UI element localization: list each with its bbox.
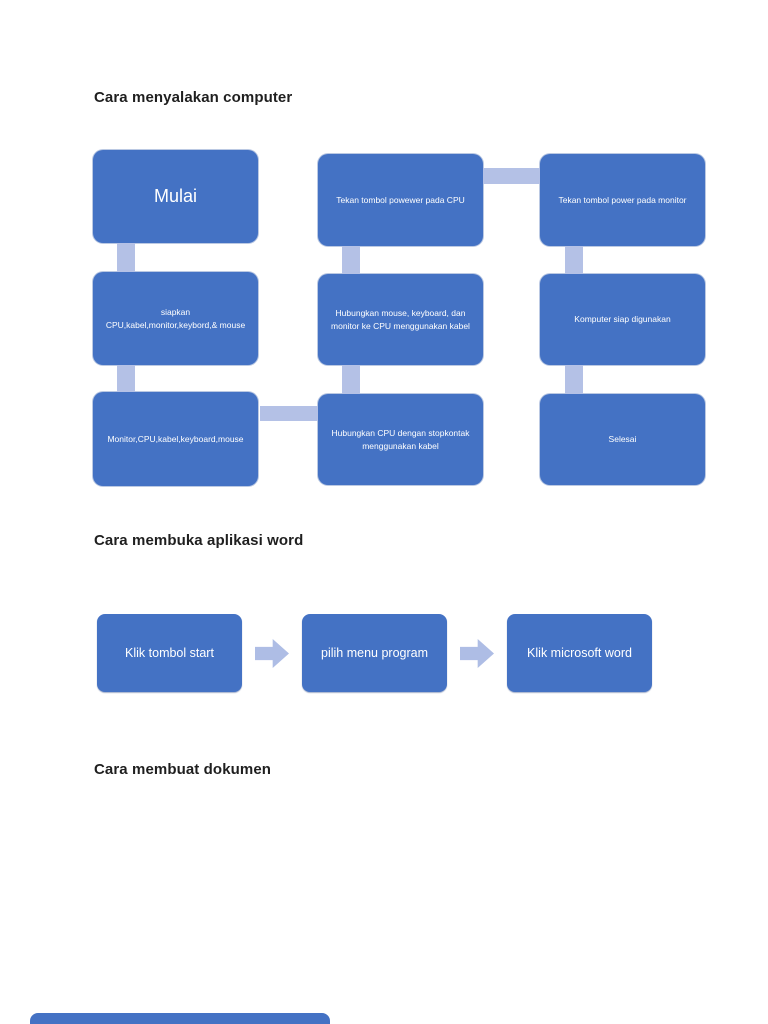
flowchart1-box-tekan-power-cpu: Tekan tombol powewer pada CPU	[318, 154, 483, 246]
flowchart1-box-hubungkan-mouse-keyboard: Hubungkan mouse, keyboard, dan monitor k…	[318, 274, 483, 365]
connector-vertical-col2-row1-row2	[342, 246, 360, 274]
cut-off-flowchart-box	[30, 1013, 330, 1024]
flowchart1-box-siapkan: siapkan CPU,kabel,monitor,keybord,& mous…	[93, 272, 258, 365]
flowchart1-box-komputer-siap: Komputer siap digunakan	[540, 274, 705, 365]
connector-vertical-col3-row1-row2	[565, 246, 583, 274]
section-heading-membuat-dokumen: Cara membuat dokumen	[94, 761, 272, 778]
connector-vertical-col1-row2-row3	[117, 365, 135, 392]
flowchart2-box-pilih-menu-program: pilih menu program	[302, 614, 447, 692]
flowchart1-box-hubungkan-stopkontak: Hubungkan CPU dengan stopkontak mengguna…	[318, 394, 483, 485]
flowchart1-box-monitor-cpu-kabel: Monitor,CPU,kabel,keyboard,mouse	[93, 392, 258, 486]
section-heading-membuka-aplikasi-word: Cara membuka aplikasi word	[94, 532, 304, 549]
flowchart2-box-klik-microsoft-word: Klik microsoft word	[507, 614, 652, 692]
connector-vertical-col2-row2-row3	[342, 365, 360, 394]
connector-vertical-col1-row1-row2	[117, 243, 135, 272]
flowchart2-box-klik-tombol-start: Klik tombol start	[97, 614, 242, 692]
arrow-right-icon	[460, 638, 494, 669]
connector-horizontal-row1-col2-col3	[483, 168, 540, 184]
connector-horizontal-row3-col1-col2	[260, 406, 318, 421]
arrow-right-icon	[255, 638, 289, 669]
flowchart1-box-selesai: Selesai	[540, 394, 705, 485]
section-heading-menyalakan-computer: Cara menyalakan computer	[94, 89, 293, 106]
connector-vertical-col3-row2-row3	[565, 365, 583, 394]
flowchart1-box-tekan-power-monitor: Tekan tombol power pada monitor	[540, 154, 705, 246]
flowchart1-box-mulai: Mulai	[93, 150, 258, 243]
